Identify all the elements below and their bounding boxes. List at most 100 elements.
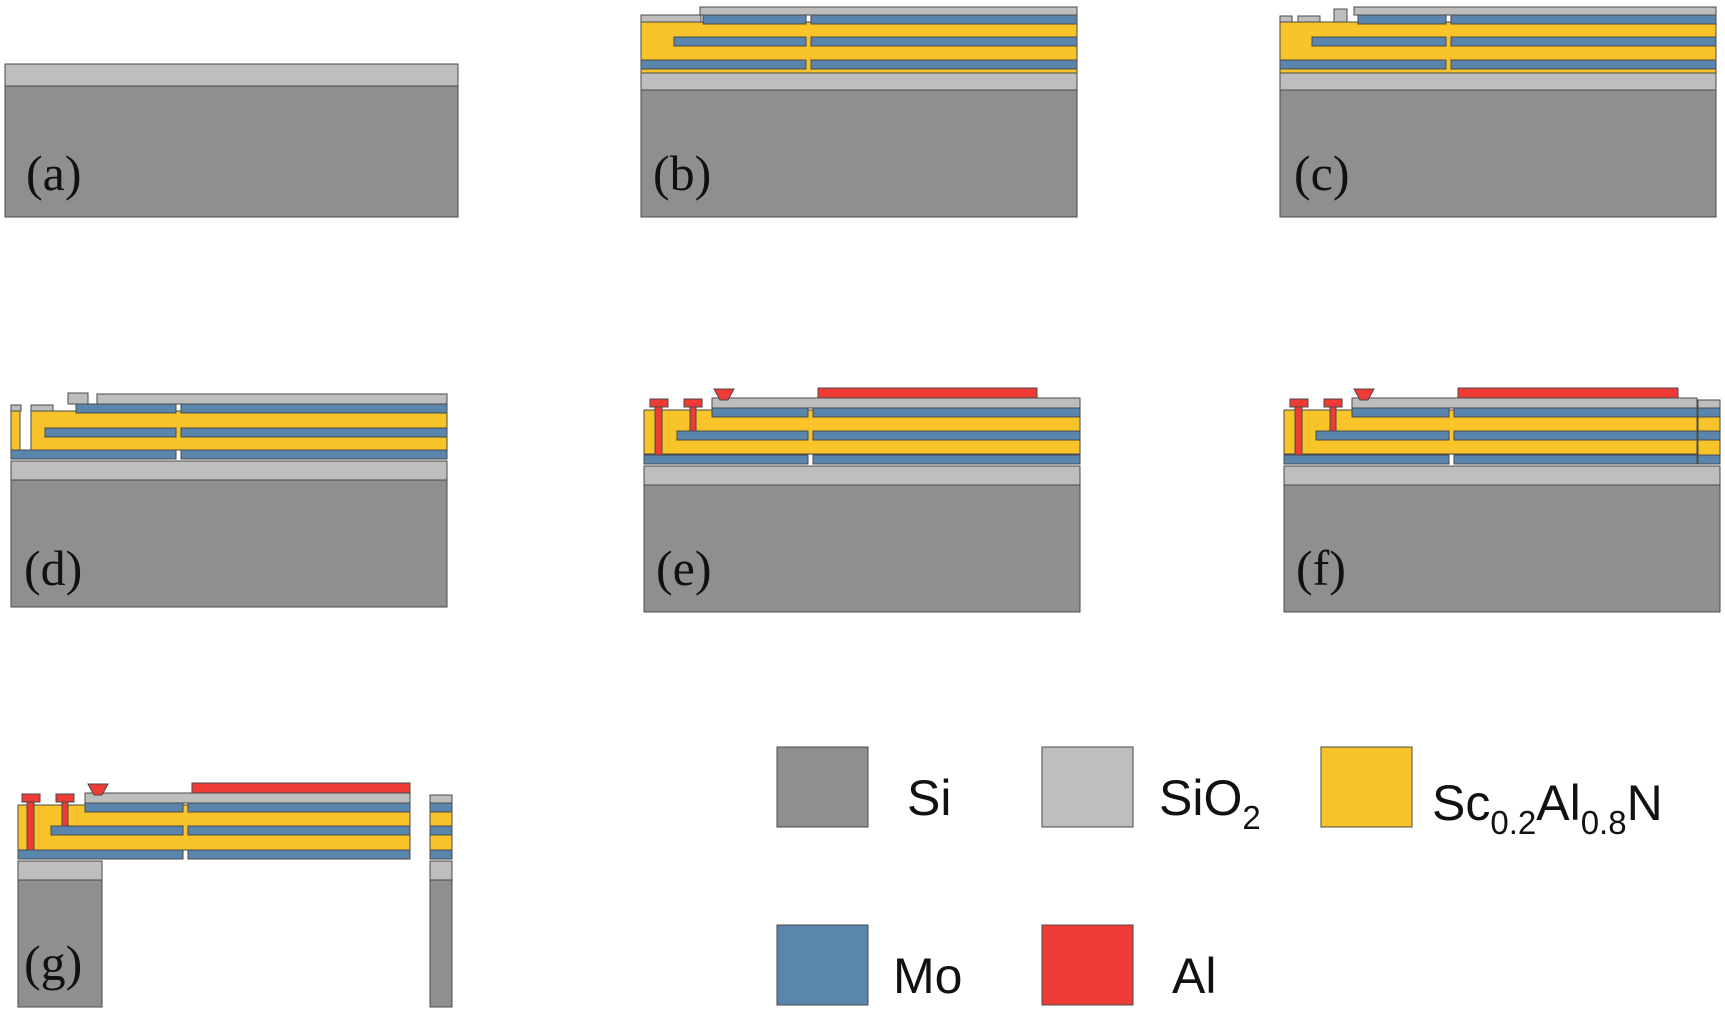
- legend-item-mo: Mo: [776, 924, 962, 1006]
- legend-label-sio2: SiO2: [1159, 770, 1261, 836]
- al-via-contact: [713, 388, 735, 401]
- panel-label-g: (g): [24, 935, 82, 991]
- al-via-contact: [21, 793, 41, 803]
- al-via-contact: [689, 406, 697, 432]
- mo-bottom-electrode: [17, 849, 184, 860]
- mo-middle-electrode: [676, 430, 809, 441]
- sio2-top-layer: [67, 392, 89, 405]
- mo-bottom-electrode: [812, 454, 1081, 465]
- mo-electrode: [429, 802, 453, 813]
- mo-middle-electrode: [180, 427, 448, 438]
- sio2-top-layer: [640, 14, 702, 23]
- mo-electrode: [429, 825, 453, 836]
- mo-middle-electrode: [1450, 36, 1717, 47]
- al-via-contact: [1294, 406, 1303, 456]
- legend-item-sio2: SiO2: [1041, 746, 1261, 836]
- sio2-bottom-layer: [1279, 72, 1717, 91]
- legend-label-al: Al: [1172, 948, 1216, 1004]
- mo-middle-electrode: [810, 36, 1078, 47]
- legend-swatch-al: [1041, 924, 1134, 1006]
- mo-top-electrode: [810, 14, 1078, 25]
- legend-item-scaln: Sc0.2Al0.8N: [1320, 746, 1663, 841]
- mo-electrode: [429, 849, 453, 860]
- mo-middle-electrode: [1315, 430, 1450, 441]
- mo-electrode: [1697, 454, 1721, 465]
- si-substrate: [643, 484, 1081, 613]
- mo-top-electrode: [702, 14, 807, 25]
- sio2-top-layer: [699, 6, 1078, 16]
- al-top-pad: [1457, 387, 1679, 399]
- panel-b: (b): [640, 6, 1078, 218]
- mo-top-electrode: [1453, 407, 1698, 418]
- panel-c: (c): [1279, 6, 1717, 218]
- mo-electrode: [1697, 430, 1721, 441]
- al-top-pad: [817, 387, 1038, 399]
- panel-e: (e): [643, 387, 1081, 613]
- mo-middle-electrode: [44, 427, 177, 438]
- panel-label-a: (a): [26, 145, 82, 201]
- sio2-bottom-layer: [643, 465, 1081, 486]
- panel-label-d: (d): [24, 540, 82, 596]
- mo-bottom-electrode: [187, 849, 411, 860]
- al-via-contact: [1329, 406, 1337, 432]
- panel-label-f: (f): [1296, 540, 1346, 596]
- legend-swatch-si: [776, 746, 869, 828]
- sio2-bottom-layer: [10, 460, 448, 481]
- al-via-contact: [649, 398, 669, 408]
- mo-bottom-electrode: [1453, 454, 1698, 465]
- sio2-top-layer: [1353, 6, 1717, 16]
- al-via-contact: [1323, 398, 1343, 408]
- mo-middle-electrode: [1311, 36, 1447, 47]
- mo-middle-electrode: [187, 825, 411, 836]
- mo-bottom-electrode: [1450, 59, 1717, 70]
- mo-middle-electrode: [812, 430, 1081, 441]
- mo-bottom-electrode: [1283, 454, 1450, 465]
- sio2-top-layer: [30, 404, 54, 412]
- al-via-contact: [26, 801, 35, 851]
- sio2-top-layer: [711, 397, 1081, 409]
- panel-a: (a): [4, 63, 459, 218]
- sio2-top-layer: [1297, 15, 1321, 23]
- mo-middle-electrode: [673, 36, 807, 47]
- si-substrate: [1279, 89, 1717, 218]
- si-support-left: [17, 879, 103, 1008]
- al-via-contact: [1353, 388, 1375, 401]
- mo-bottom-electrode: [1279, 59, 1447, 70]
- si-substrate: [640, 89, 1078, 218]
- legend-label-mo: Mo: [893, 948, 962, 1004]
- al-via-contact: [1289, 398, 1309, 408]
- legend-swatch-scaln: [1320, 746, 1413, 828]
- mo-top-electrode: [711, 407, 809, 418]
- sio2-top-layer: [1697, 399, 1721, 409]
- legend-item-si: Si: [776, 746, 951, 828]
- mo-top-electrode: [180, 403, 448, 414]
- al-via-contact: [61, 801, 69, 827]
- material-legend: Si SiO2 Sc0.2Al0.8N Mo Al: [776, 746, 1663, 1006]
- legend-label-si: Si: [907, 770, 951, 826]
- al-via-contact: [683, 398, 703, 408]
- si-substrate: [10, 479, 448, 608]
- panel-label-b: (b): [653, 145, 711, 201]
- legend-swatch-sio2: [1041, 746, 1134, 828]
- sio2-top-layer: [10, 404, 22, 412]
- sio2-top-layer: [1333, 8, 1348, 23]
- legend-item-al: Al: [1041, 924, 1216, 1006]
- legend-label-scaln: Sc0.2Al0.8N: [1432, 775, 1663, 841]
- sio2-top-layer: [1351, 397, 1698, 409]
- si-support-right: [429, 879, 453, 1008]
- mo-top-electrode: [84, 802, 184, 813]
- legend-swatch-mo: [776, 924, 869, 1006]
- sio2-top-layer: [429, 794, 453, 804]
- mo-bottom-electrode: [640, 59, 807, 70]
- al-via-contact: [87, 783, 109, 796]
- sio2-bottom-layer: [1283, 465, 1721, 486]
- mo-middle-electrode: [1453, 430, 1698, 441]
- sio2-bottom-layer: [640, 72, 1078, 91]
- sio2-top-layer: [1279, 15, 1293, 23]
- mo-top-electrode: [1357, 14, 1447, 25]
- sio2-top-layer: [96, 393, 448, 405]
- sio2-bottom-layer: [17, 860, 103, 881]
- panel-label-e: (e): [656, 540, 712, 596]
- mo-electrode: [1697, 407, 1721, 418]
- scaln-stub: [10, 410, 21, 451]
